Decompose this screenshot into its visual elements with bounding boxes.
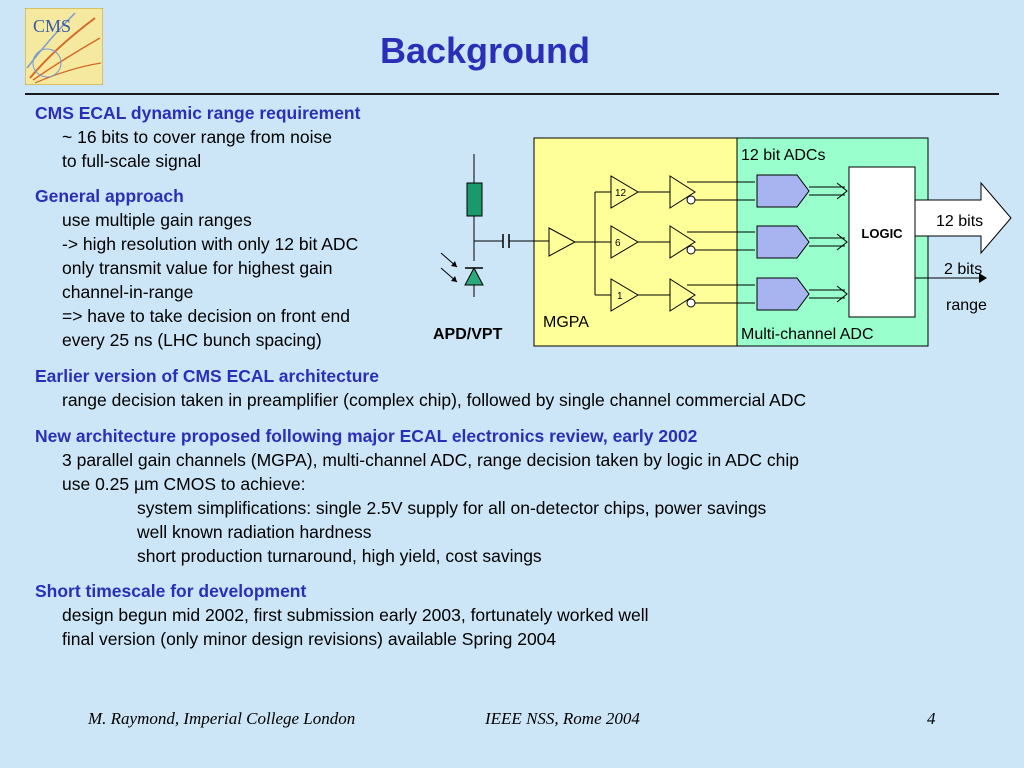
resistor — [466, 182, 483, 217]
body-subline: system simplifications: single 2.5V supp… — [137, 498, 767, 518]
gain-amp-12 — [610, 175, 639, 209]
logic-label: LOGIC — [861, 226, 903, 241]
body-line: to full-scale signal — [62, 151, 202, 171]
architecture-diagram: 12 6 1 LOGIC 12 bit ADCs MGPA Multi-chan… — [433, 137, 1012, 347]
buffer-amp-3 — [669, 278, 696, 312]
photodiode-icon — [464, 266, 484, 286]
footer-conference: IEEE NSS, Rome 2004 — [485, 709, 640, 728]
gain-amp-1 — [610, 278, 639, 312]
gain-label-1: 1 — [617, 291, 623, 302]
section-heading-dynamic-range: CMS ECAL dynamic range requirement — [35, 103, 361, 123]
section-heading-new-architecture: New architecture proposed following majo… — [35, 426, 698, 446]
body-subline: short production turnaround, high yield,… — [137, 546, 542, 566]
body-line: only transmit value for highest gain — [62, 258, 333, 278]
body-line: ~ 16 bits to cover range from noise — [62, 127, 332, 147]
body-line: use 0.25 µm CMOS to achieve: — [62, 474, 306, 494]
section-heading-earlier-version: Earlier version of CMS ECAL architecture — [35, 366, 379, 386]
body-line: => have to take decision on front end — [62, 306, 350, 326]
gain-label-6: 6 — [615, 238, 621, 249]
body-line: -> high resolution with only 12 bit ADC — [62, 234, 359, 254]
body-line: use multiple gain ranges — [62, 210, 252, 230]
apd-vpt-label: APD/VPT — [433, 326, 503, 343]
adc-bottom-label: Multi-channel ADC — [741, 326, 874, 343]
section-heading-general-approach: General approach — [35, 186, 184, 206]
svg-text:CMS: CMS — [33, 16, 71, 36]
preamp-icon — [548, 227, 577, 257]
output-bits-label: 12 bits — [936, 213, 983, 230]
page-title: Background — [379, 30, 591, 71]
buffer-amp-1 — [669, 175, 696, 209]
adc-block-2 — [756, 225, 810, 259]
adc-top-label: 12 bit ADCs — [741, 147, 825, 164]
range-bits-label: 2 bits — [944, 261, 982, 278]
gain-label-12: 12 — [615, 188, 627, 199]
logic-block — [848, 166, 916, 318]
adc-block-3 — [756, 277, 810, 311]
body-line: 3 parallel gain channels (MGPA), multi-c… — [62, 450, 799, 470]
body-line: final version (only minor design revisio… — [62, 629, 557, 649]
body-line: channel-in-range — [62, 282, 194, 302]
footer-page-number: 4 — [927, 709, 936, 728]
output-arrow — [914, 181, 1012, 255]
body-line: range decision taken in preamplifier (co… — [62, 390, 807, 410]
adc-block-1 — [756, 174, 810, 208]
section-heading-timescale: Short timescale for development — [35, 581, 307, 601]
range-label: range — [946, 297, 987, 314]
body-subline: well known radiation hardness — [137, 522, 372, 542]
mgpa-label: MGPA — [543, 314, 589, 331]
gain-amp-6 — [610, 225, 639, 259]
body-line: every 25 ns (LHC bunch spacing) — [62, 330, 322, 350]
body-line: design begun mid 2002, first submission … — [62, 605, 649, 625]
footer-author: M. Raymond, Imperial College London — [88, 709, 356, 728]
cms-logo: CMS — [24, 7, 104, 86]
buffer-amp-2 — [669, 225, 696, 259]
title-divider — [25, 93, 999, 95]
